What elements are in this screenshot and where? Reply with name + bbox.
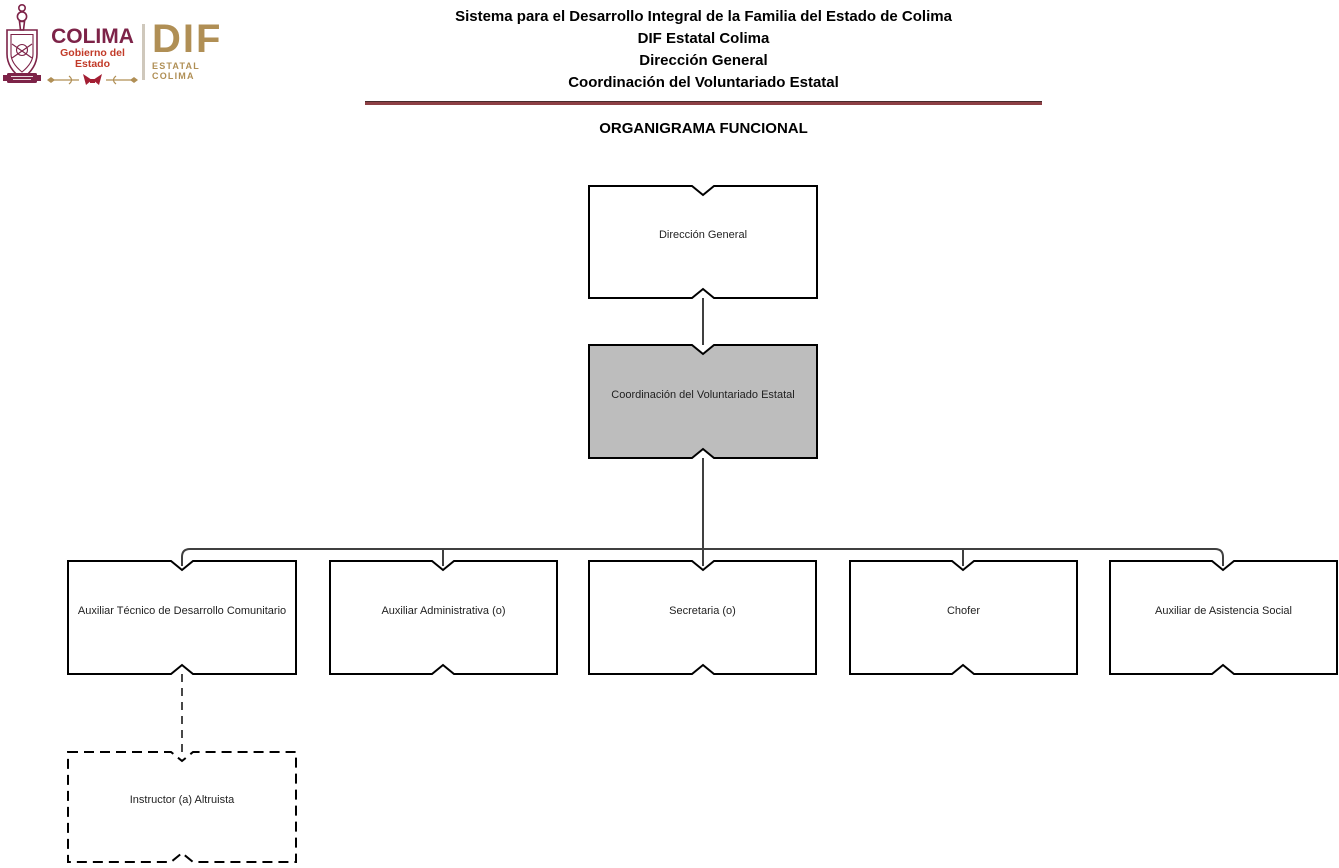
org-box-auxiliar-asistencia-social	[1109, 560, 1338, 675]
header-line-1: Sistema para el Desarrollo Integral de l…	[455, 8, 952, 25]
header-title-block: Sistema para el Desarrollo Integral de l…	[365, 6, 1042, 94]
header-line-2: DIF Estatal Colima	[637, 30, 770, 47]
org-box-coordinacion-voluntariado	[588, 344, 818, 459]
header-line-4: Coordinación del Voluntariado Estatal	[568, 74, 839, 91]
dif-logo: DIF ESTATAL COLIMA	[152, 18, 232, 81]
colima-coat-of-arms-icon	[3, 3, 41, 83]
dif-logo-subtitle: ESTATAL COLIMA	[152, 61, 200, 81]
org-box-auxiliar-tecnico-desarrollo	[67, 560, 297, 675]
colima-logo-title: COLIMA	[51, 25, 134, 48]
header-rule	[365, 101, 1042, 105]
header-line-3: Dirección General	[639, 52, 768, 69]
orgchart-title: ORGANIGRAMA FUNCIONAL	[599, 120, 808, 137]
org-box-auxiliar-administrativa	[329, 560, 558, 675]
colima-logo-subtitle: Gobierno del Estado	[60, 47, 125, 70]
dif-logo-title: DIF	[152, 17, 223, 61]
org-box-secretaria	[588, 560, 817, 675]
org-box-direccion-general	[588, 185, 818, 299]
ornament-arrows-icon	[47, 74, 138, 85]
colima-logo: COLIMA Gobierno del Estado	[45, 25, 140, 93]
org-box-chofer	[849, 560, 1078, 675]
org-box-instructor-altruista	[67, 751, 297, 863]
connector-horizontal-bus	[181, 548, 1224, 566]
logo-divider	[142, 24, 145, 80]
